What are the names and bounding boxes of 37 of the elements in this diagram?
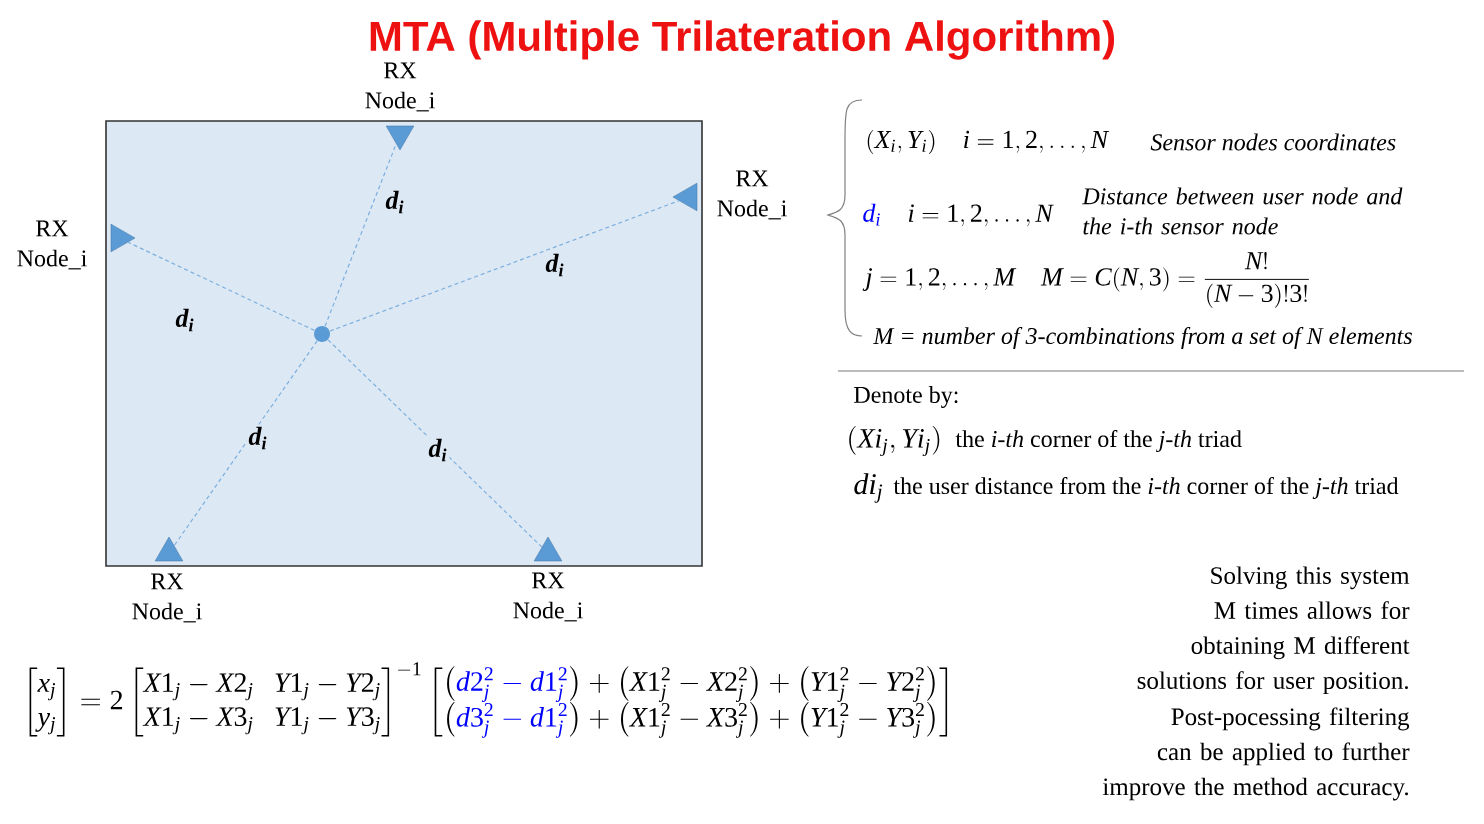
sensor-label: RX Node_i [513,572,583,622]
connector-line [173,340,318,547]
description-text: Distance between user node and the i-th sensor node [1082,187,1403,235]
description-text: the user distance from the i-th corner of the j-th triad [893,477,1399,499]
formula: ${\color{blue}d_i}\quad i=1,2,\ldots,N$ [863,203,1054,227]
sensor-label: RX Node_i [365,62,435,112]
sensor-label: RX Node_i [17,220,87,270]
equation: $\begin{bmatrix}x_j\\ y_j\end{bmatrix}=2\begin{bmatrix}X1_j-X2_j & Y1_j-Y2_j\\ X1_j-X3_j & Y1_j-Y3_j\end{bmatrix}^{-1}\begin{bmatrix}\left({\color{blue}d2_j^2-d1_j^2}\right)+\left(X1_j^2-X2_j^2\right)+\left(Y1_j^2-Y2_j^2\right)\\ \left({\color{blue}d3_j^2-d1_j^2}\right)+\left(X1_j^2-X3_j^2\right)+\left(Y1_j^2-Y3_j^2\right)\end{bmatrix}$ [29,662,948,738]
description-text: Sensor nodes coordinates [1150,133,1396,151]
heading-text: Denote by: [854,386,958,408]
sensor-label: RX Node_i [717,170,787,220]
area-rectangle [105,120,703,567]
title: MTA (Multiple Trilateration Algorithm) [370,20,1115,60]
sensor-triangle [672,182,698,212]
edge-label: d$_{i}$ [246,424,270,452]
connector-line [324,143,397,327]
edge-label: d$_{i}$ [543,251,567,279]
formula: $di_j$ [854,473,883,503]
sensor-triangle [385,125,415,151]
note-text: Solving this system M times allows for obtaining M different solutions for user position. [1137,566,1410,695]
connector-line [329,200,680,332]
edge-label: d$_{i}$ [173,306,197,334]
sensor-label: RX Node_i [132,573,202,623]
sensor-triangle [154,536,184,562]
description-text: M = number of 3-combinations from a set of N elements [873,327,1412,349]
connector-line [127,241,315,331]
connector-line [327,339,543,548]
sensor-triangle [533,536,563,562]
formula: $j=1,2,\ldots,M\quad M=C(N,3)=\frac{N!}{(N-3)!3!}$ [862,252,1309,308]
edge-label: d$_{i}$ [426,436,450,464]
edge-label: d$_{i}$ [383,188,407,216]
sensor-triangle [110,223,136,253]
note-text: Post-pocessing filtering can be applied to further improve the method accuracy. [1102,707,1410,801]
formula: $(Xi_j,Yi_j)$ [849,425,940,457]
formula: $(X_i,Y_i)\quad i=1,2,\ldots,N$ [867,130,1110,154]
user-dot [314,326,330,342]
description-text: the i-th corner of the j-th triad [955,430,1242,452]
